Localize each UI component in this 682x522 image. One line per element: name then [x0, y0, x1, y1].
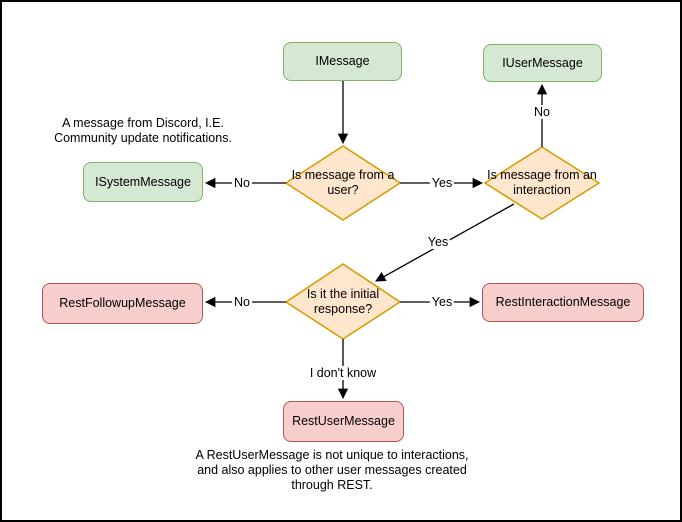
edge-label-initial-no: No [232, 295, 252, 309]
decision-user-shape [285, 145, 401, 221]
node-imessage-label: IMessage [315, 54, 370, 68]
edge-label-user-yes: Yes [429, 176, 455, 190]
node-imessage: IMessage [283, 42, 402, 81]
node-isystemmessage: ISystemMessage [83, 162, 203, 202]
decision-interaction-shape [484, 146, 600, 220]
decision-initial-label: Is it the initial response? [306, 286, 380, 316]
node-restusermessage-label: RestUserMessage [292, 414, 395, 428]
node-restusermessage: RestUserMessage [283, 401, 404, 442]
node-restfollowupmessage: RestFollowupMessage [42, 283, 203, 324]
edge-label-initial-unknown: I don't know [307, 366, 379, 380]
node-restinteractionmessage: RestInteractionMessage [482, 283, 644, 322]
edge-label-interaction-yes: Yes [425, 235, 451, 249]
decision-interaction-label: Is message from an interaction [487, 168, 597, 197]
node-restfollowupmessage-label: RestFollowupMessage [59, 296, 186, 310]
node-isystemmessage-label: ISystemMessage [95, 174, 191, 189]
node-iusermessage: IUserMessage [483, 44, 602, 82]
edge-label-initial-yes: Yes [429, 295, 455, 309]
node-iusermessage-label: IUserMessage [502, 55, 583, 70]
edge-label-interaction-no: No [532, 105, 552, 119]
annotation-system-message: A message from Discord, I.E. Community u… [54, 116, 232, 145]
annotation-rest-user-message: A RestUserMessage is not unique to inter… [195, 448, 469, 492]
node-restinteractionmessage-label: RestInteractionMessage [495, 295, 631, 309]
decision-user-label: Is message from a user? [291, 168, 395, 197]
edge-label-user-no: No [232, 176, 252, 190]
